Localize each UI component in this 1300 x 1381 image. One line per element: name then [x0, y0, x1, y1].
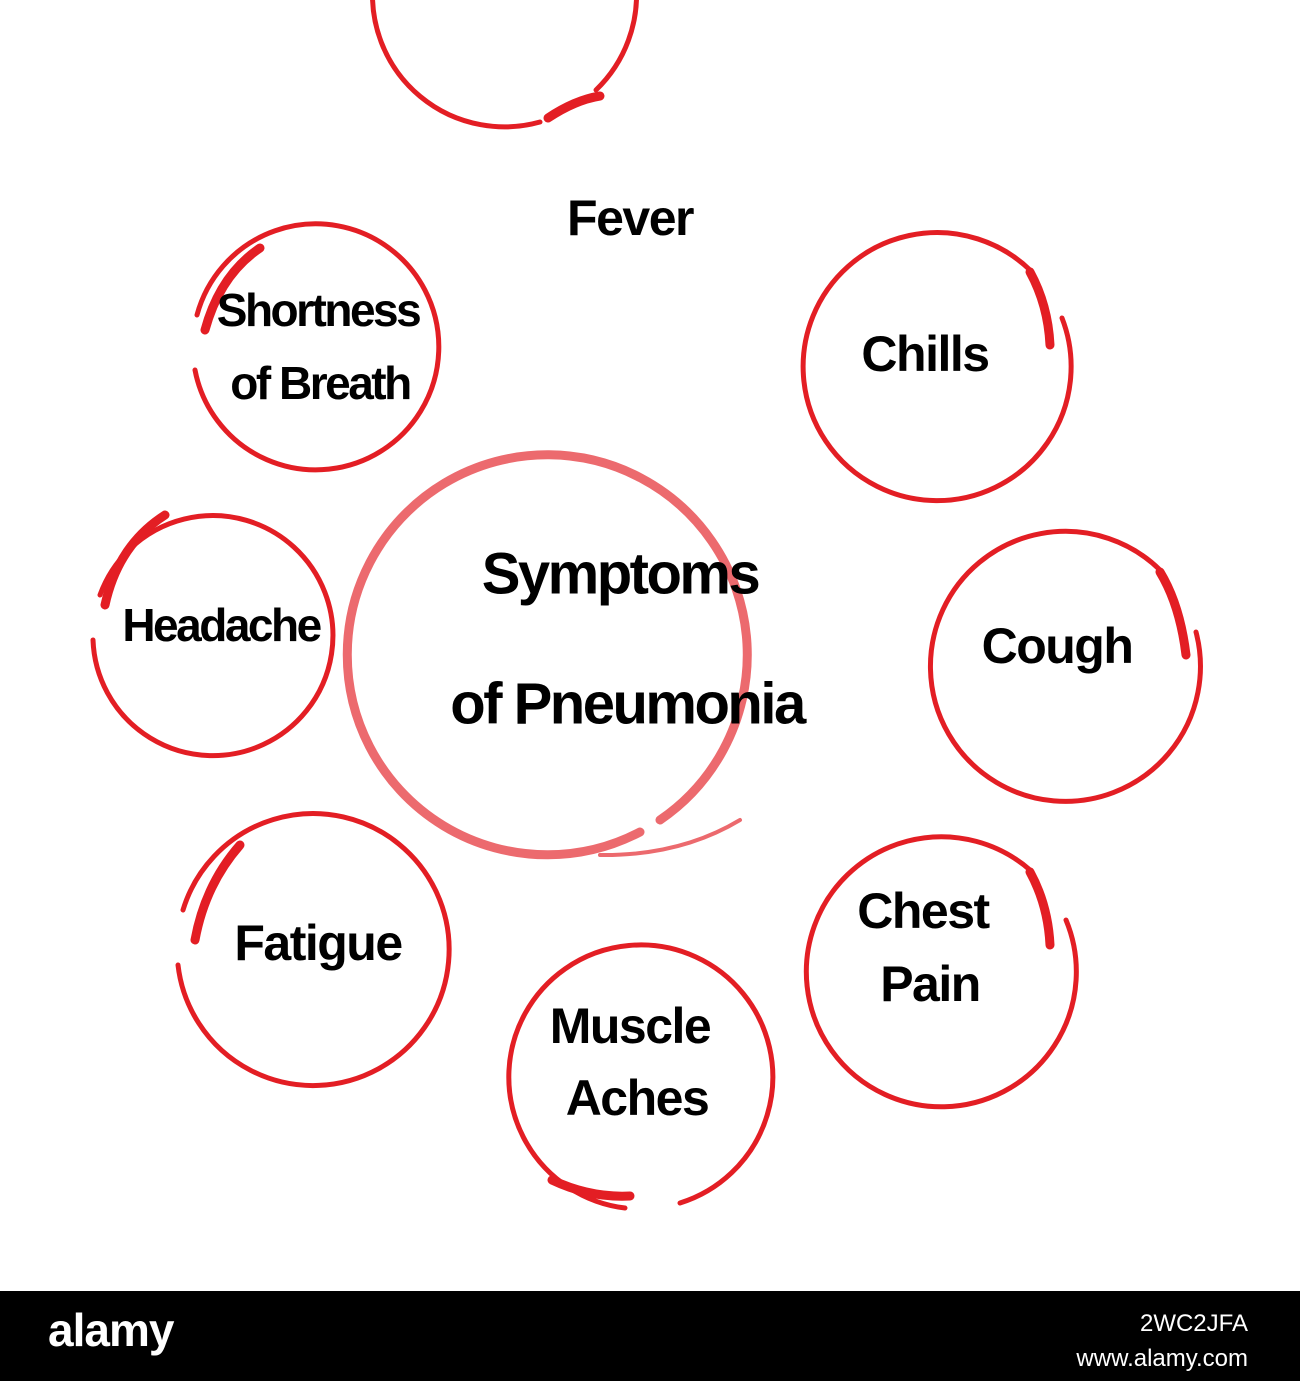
- ring-chest-pain-stroke: [1025, 867, 1055, 950]
- symptom-node-headache: Headache: [90, 510, 336, 759]
- ring-muscle-aches-stroke: [547, 1175, 635, 1201]
- center-title-line-2: of Pneumonia: [450, 671, 807, 736]
- symptom-label-chest-pain-line-1: Chest: [857, 883, 990, 939]
- symptom-label-fatigue: Fatigue: [234, 915, 402, 971]
- center-node: Symptoms of Pneumonia: [342, 450, 809, 860]
- center-title-line-1: Symptoms: [482, 541, 759, 606]
- symptom-node-chills: Chills: [800, 230, 1074, 504]
- ring-shortness-of-breath-stroke: [200, 243, 265, 335]
- symptom-node-cough: Cough: [927, 528, 1203, 804]
- ring-headache-stroke: [100, 510, 170, 610]
- symptom-node-fatigue: Fatigue: [175, 811, 452, 1088]
- footer-bar: [0, 1291, 1300, 1381]
- image-id: 2WC2JFA: [1139, 1310, 1248, 1337]
- ring-fatigue-stroke: [190, 840, 245, 945]
- symptom-node-fever: Fever: [370, 0, 695, 246]
- symptom-node-chest-pain: Chest Pain: [803, 834, 1079, 1110]
- ring-fever-stroke: [543, 91, 605, 123]
- center-ring-tail: [598, 818, 742, 858]
- symptom-label-chest-pain-line-2: Pain: [880, 956, 980, 1012]
- ring-chest-pain: [803, 834, 1079, 1110]
- symptom-label-shortness-of-breath-line-1: Shortness: [217, 284, 420, 336]
- symptom-label-chills: Chills: [861, 326, 988, 382]
- symptom-label-fever: Fever: [567, 190, 694, 246]
- site-url: www.alamy.com: [1076, 1345, 1248, 1372]
- symptom-label-shortness-of-breath-line-2: of Breath: [230, 357, 410, 409]
- ring-chills-stroke: [1025, 267, 1055, 350]
- ring-cough-stroke: [1155, 567, 1191, 660]
- ring-shortness-of-breath: [192, 221, 442, 473]
- symptom-label-muscle-aches-line-1: Muscle: [550, 998, 711, 1054]
- center-ring: [342, 450, 752, 860]
- ring-chills: [800, 230, 1074, 504]
- ring-cough: [927, 528, 1203, 804]
- symptom-node-muscle-aches: Muscle Aches: [506, 942, 776, 1211]
- symptom-label-muscle-aches-line-2: Aches: [566, 1070, 709, 1126]
- symptom-node-shortness-of-breath: Shortness of Breath: [192, 221, 442, 473]
- symptom-label-cough: Cough: [982, 618, 1133, 674]
- ring-muscle-aches: [506, 942, 776, 1211]
- alamy-logo: alamy: [48, 1304, 174, 1356]
- ring-fatigue: [175, 811, 452, 1088]
- symptom-label-headache: Headache: [122, 599, 321, 651]
- diagram: Symptoms of Pneumonia Fever Chills Cough…: [90, 0, 1203, 1211]
- ring-headache: [90, 513, 336, 759]
- ring-fever: [370, 0, 639, 130]
